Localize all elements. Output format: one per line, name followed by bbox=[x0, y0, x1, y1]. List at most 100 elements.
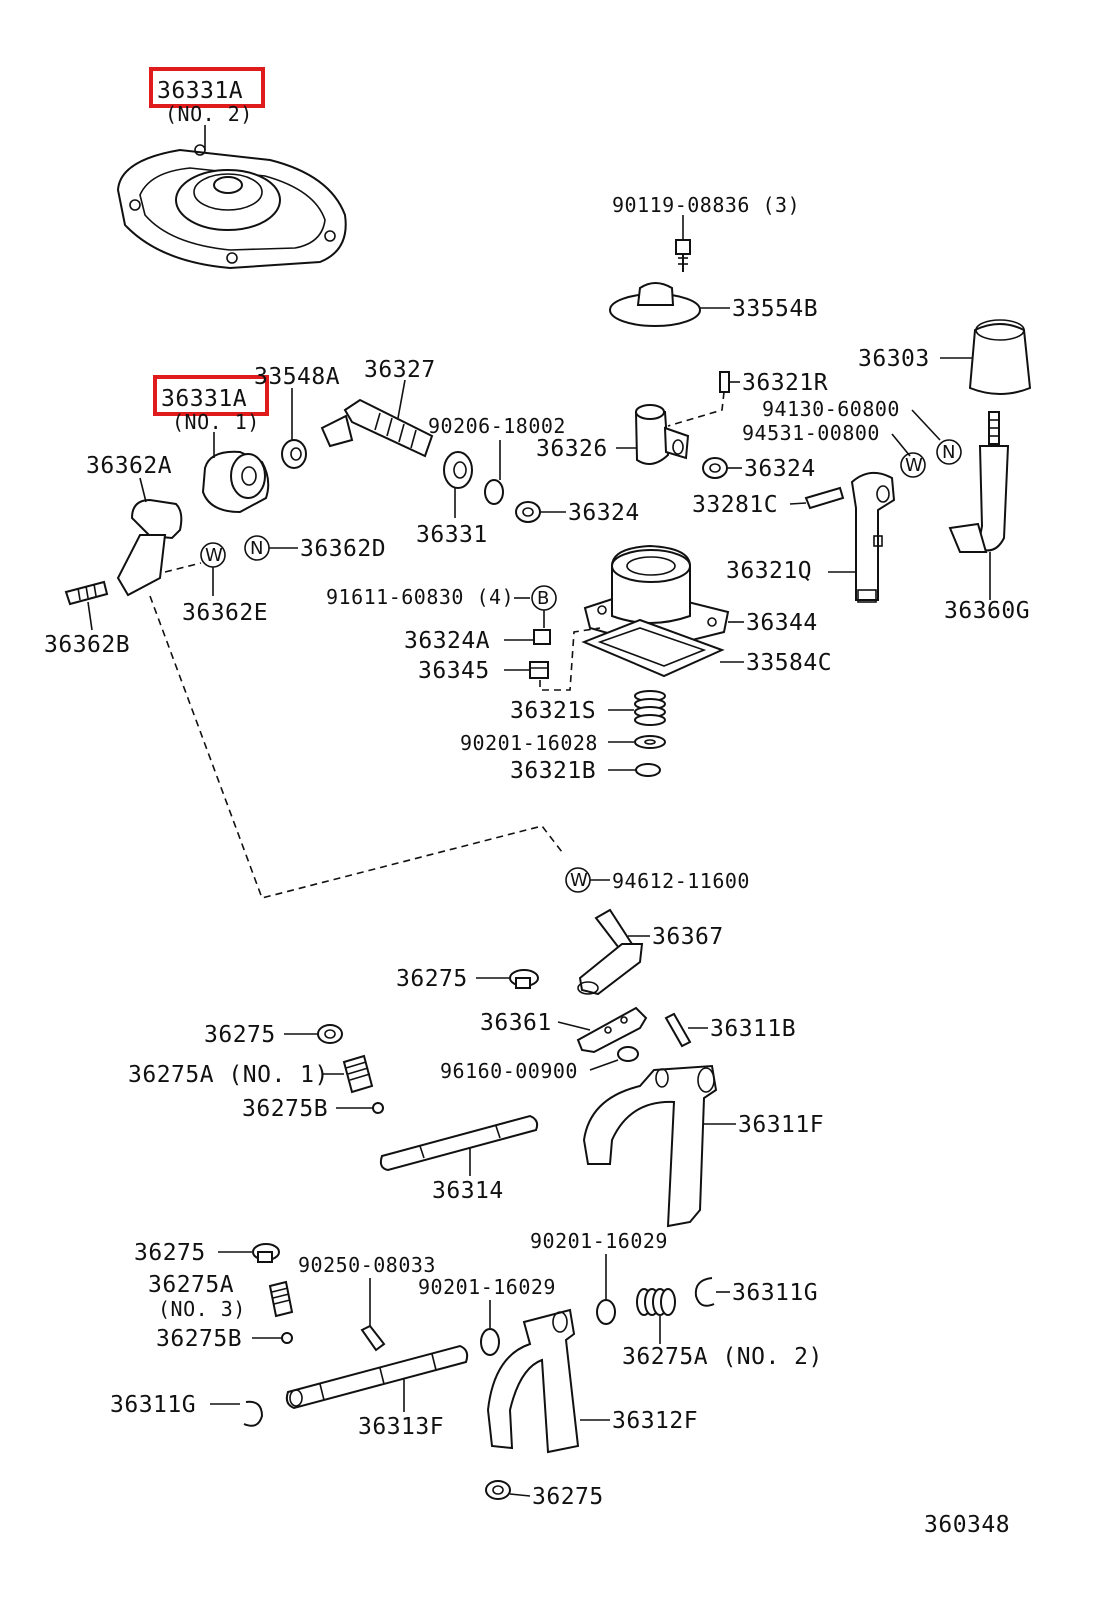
label-36275-c[interactable]: 36275 bbox=[134, 1240, 206, 1266]
highlight-box-36331A-no1 bbox=[153, 375, 269, 416]
label-36362B[interactable]: 36362B bbox=[44, 632, 130, 658]
label-90206-18002[interactable]: 90206-18002 bbox=[428, 414, 566, 438]
label-36326[interactable]: 36326 bbox=[536, 436, 608, 462]
plate-36361 bbox=[557, 1006, 648, 1054]
label-36327[interactable]: 36327 bbox=[364, 357, 436, 383]
label-36324-upper[interactable]: 36324 bbox=[744, 456, 816, 482]
label-36321B[interactable]: 36321B bbox=[510, 758, 596, 784]
leader-94130 bbox=[911, 409, 941, 441]
label-36367[interactable]: 36367 bbox=[652, 924, 724, 950]
pin-36275-a bbox=[476, 969, 539, 989]
spring-36275A-no2 bbox=[636, 1288, 676, 1344]
label-36313F[interactable]: 36313F bbox=[358, 1414, 444, 1440]
highlight-box-36331A-no2 bbox=[149, 67, 265, 108]
rail-36314 bbox=[379, 1114, 539, 1176]
label-91611-60830[interactable]: 91611-60830 (4) bbox=[326, 585, 514, 609]
label-36362A[interactable]: 36362A bbox=[86, 453, 172, 479]
label-90201-16029-b[interactable]: 90201-16029 bbox=[418, 1275, 556, 1299]
symbol-W-36362E: W bbox=[200, 542, 226, 596]
label-90250-08033[interactable]: 90250-08033 bbox=[298, 1253, 436, 1277]
label-36275B-a[interactable]: 36275B bbox=[242, 1096, 328, 1122]
label-36362D[interactable]: 36362D bbox=[300, 536, 386, 562]
washer-36324-lower bbox=[515, 501, 566, 523]
label-90119-08836[interactable]: 90119-08836 (3) bbox=[612, 193, 800, 217]
clip-96160 bbox=[589, 1046, 639, 1071]
label-90201-16029-a[interactable]: 90201-16029 bbox=[530, 1229, 668, 1253]
label-36324A[interactable]: 36324A bbox=[404, 628, 490, 654]
ball-36275B-a bbox=[336, 1102, 384, 1114]
label-36312F[interactable]: 36312F bbox=[612, 1408, 698, 1434]
label-33281C[interactable]: 33281C bbox=[692, 492, 778, 518]
label-36331A-no1-sub: (NO. 1) bbox=[172, 410, 260, 434]
label-36311B[interactable]: 36311B bbox=[710, 1016, 796, 1042]
label-36311G-right[interactable]: 36311G bbox=[732, 1280, 818, 1306]
label-36311F[interactable]: 36311F bbox=[738, 1112, 824, 1138]
label-36324-lower[interactable]: 36324 bbox=[568, 500, 640, 526]
washer-90201-16029-a bbox=[596, 1254, 616, 1325]
label-94130-60800[interactable]: 94130-60800 bbox=[762, 397, 900, 421]
diagram-code: 360348 bbox=[924, 1512, 1010, 1538]
label-36314[interactable]: 36314 bbox=[432, 1178, 504, 1204]
label-36344[interactable]: 36344 bbox=[746, 610, 818, 636]
pin-36362B bbox=[64, 580, 109, 631]
ring-33548A bbox=[281, 388, 307, 469]
seal-36331 bbox=[443, 451, 473, 518]
label-36303[interactable]: 36303 bbox=[858, 346, 930, 372]
label-36321S[interactable]: 36321S bbox=[510, 698, 596, 724]
plug-36345 bbox=[504, 627, 601, 691]
label-36311G-left[interactable]: 36311G bbox=[110, 1392, 196, 1418]
dashed-link-36362 bbox=[164, 562, 202, 573]
label-36331A-no1[interactable]: 36331A bbox=[161, 386, 247, 412]
clip-36321B bbox=[608, 763, 661, 777]
washer-36324-upper bbox=[702, 457, 742, 479]
label-36275-d[interactable]: 36275 bbox=[532, 1484, 604, 1510]
label-36275A-no3-sub: (NO. 3) bbox=[158, 1297, 246, 1321]
label-36362E[interactable]: 36362E bbox=[182, 600, 268, 626]
label-36321Q[interactable]: 36321Q bbox=[726, 558, 812, 584]
label-36360G[interactable]: 36360G bbox=[944, 598, 1030, 624]
label-94531-00800[interactable]: 94531-00800 bbox=[742, 421, 880, 445]
bushing-36331A-no1 bbox=[201, 432, 270, 514]
pin-33281C bbox=[789, 486, 845, 510]
label-36345[interactable]: 36345 bbox=[418, 658, 490, 684]
label-33548A[interactable]: 33548A bbox=[254, 364, 340, 390]
label-36321R[interactable]: 36321R bbox=[742, 370, 828, 396]
knob-36303 bbox=[940, 319, 1032, 395]
label-36361[interactable]: 36361 bbox=[480, 1010, 552, 1036]
symbol-W-94531: W bbox=[900, 452, 926, 478]
svg-text:B: B bbox=[537, 588, 549, 609]
svg-text:N: N bbox=[250, 538, 263, 559]
spring-36321S bbox=[608, 690, 666, 726]
shift-rod-36321Q bbox=[828, 471, 896, 603]
svg-text:N: N bbox=[942, 442, 955, 463]
spring-36275A-no3 bbox=[268, 1280, 294, 1318]
lever-36362A bbox=[116, 477, 183, 597]
label-36275A-no1[interactable]: 36275A (NO. 1) bbox=[128, 1062, 329, 1088]
label-90201-16028[interactable]: 90201-16028 bbox=[460, 731, 598, 755]
clip-36311G-right bbox=[694, 1277, 730, 1307]
pin-36275-b bbox=[284, 1024, 343, 1044]
rail-36313F bbox=[285, 1344, 469, 1412]
label-36331A-no2[interactable]: 36331A bbox=[157, 78, 243, 104]
label-96160-00900[interactable]: 96160-00900 bbox=[440, 1059, 578, 1083]
housing-36326 bbox=[616, 404, 690, 465]
label-36275-b[interactable]: 36275 bbox=[204, 1022, 276, 1048]
dashed-link-main bbox=[149, 595, 563, 899]
label-33584C[interactable]: 33584C bbox=[746, 650, 832, 676]
label-36275B-b[interactable]: 36275B bbox=[156, 1326, 242, 1352]
gasket-33584C bbox=[581, 618, 744, 678]
label-94612-11600[interactable]: 94612-11600 bbox=[612, 869, 750, 893]
svg-text:W: W bbox=[205, 545, 223, 566]
boot-33554B bbox=[609, 282, 730, 327]
plug-36324A bbox=[504, 629, 551, 645]
label-36275A-no3[interactable]: 36275A bbox=[148, 1272, 234, 1298]
label-36275A-no2[interactable]: 36275A (NO. 2) bbox=[622, 1344, 823, 1370]
label-36275-a[interactable]: 36275 bbox=[396, 966, 468, 992]
label-33554B[interactable]: 33554B bbox=[732, 296, 818, 322]
label-36331[interactable]: 36331 bbox=[416, 522, 488, 548]
pin-36275-d bbox=[485, 1480, 531, 1500]
bolt-90119 bbox=[675, 215, 691, 272]
shaft-36327 bbox=[320, 379, 434, 458]
symbol-W-94612: W bbox=[565, 867, 610, 893]
clip-90206 bbox=[484, 440, 504, 505]
